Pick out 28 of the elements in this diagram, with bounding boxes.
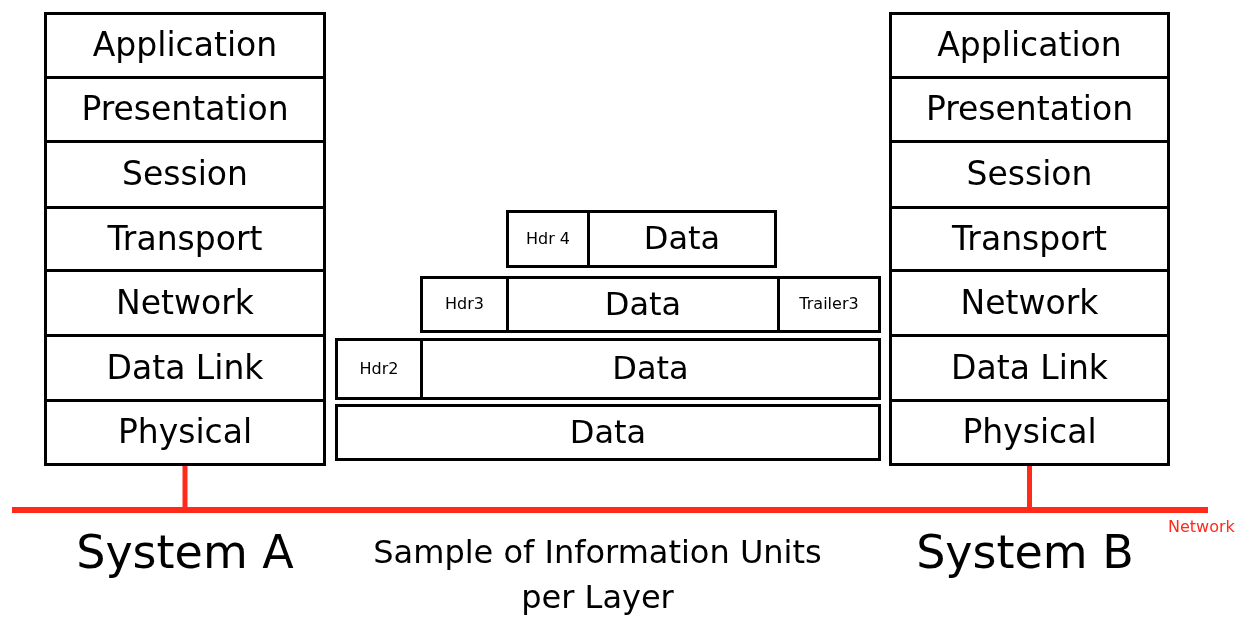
layer-box: Network	[44, 269, 326, 337]
layer-box: Presentation	[889, 76, 1170, 143]
layer-box: Data Link	[889, 334, 1170, 402]
system-label: System A	[75, 524, 295, 581]
caption-text: Sample of Information Units per Layer	[372, 532, 823, 618]
layer-box: Session	[889, 140, 1170, 209]
data-unit-box: Trailer3	[777, 276, 881, 333]
network-label: Network	[1168, 517, 1235, 536]
data-unit-box: Data	[335, 404, 881, 461]
layer-box: Application	[44, 12, 326, 79]
data-unit-box: Data	[506, 276, 780, 333]
layer-box: Data Link	[44, 334, 326, 402]
data-unit-box: Data	[420, 338, 881, 400]
layer-box: Transport	[44, 206, 326, 272]
layer-box: Session	[44, 140, 326, 209]
layer-box: Presentation	[44, 76, 326, 143]
data-unit-box: Data	[587, 210, 777, 268]
layer-box: Network	[889, 269, 1170, 337]
layer-box: Application	[889, 12, 1170, 79]
connector-line	[1027, 466, 1032, 507]
data-unit-box: Hdr2	[335, 338, 423, 400]
data-unit-box: Hdr 4	[506, 210, 590, 268]
layer-box: Physical	[889, 399, 1170, 466]
connector-line	[182, 466, 188, 507]
system-label: System B	[915, 524, 1135, 581]
layer-box: Physical	[44, 399, 326, 466]
data-unit-box: Hdr3	[420, 276, 509, 333]
layer-box: Transport	[889, 206, 1170, 272]
